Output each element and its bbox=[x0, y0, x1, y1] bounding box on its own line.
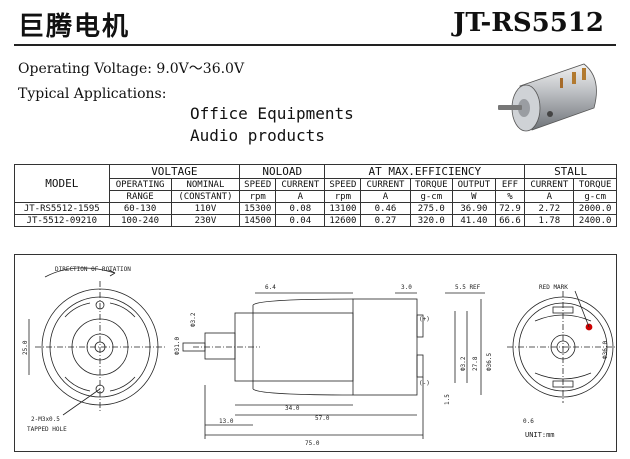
dim-label: Ф36.0 bbox=[602, 341, 609, 359]
cell-eff: 72.9 bbox=[494, 202, 526, 215]
col-nominal: NOMINAL bbox=[170, 178, 241, 191]
dim-label: 5.5 REF bbox=[455, 284, 481, 291]
model-title: JT-RS5512 bbox=[453, 8, 604, 38]
end-view-right: RED MARK Ф36.0 0.6 UNIT:mm bbox=[507, 284, 616, 439]
specification-table: MODEL VOLTAGE NOLOAD AT MAX.EFFICIENCY S… bbox=[14, 164, 617, 227]
terminal-plus-label: (+) bbox=[419, 316, 430, 323]
unit-eff-torque: g-cm bbox=[409, 190, 454, 203]
unit-eff-current: A bbox=[360, 190, 411, 203]
motor-photo bbox=[498, 63, 597, 132]
red-mark-label: RED MARK bbox=[539, 284, 568, 291]
cell-nominal: 110V bbox=[170, 202, 241, 215]
cell-output: 36.90 bbox=[452, 202, 496, 215]
dim-label: Ф36.5 bbox=[486, 353, 493, 371]
col-nl-speed: SPEED bbox=[239, 178, 277, 191]
technical-drawing: DIRECTION OF ROTATION 25.0 2-M3x0.5 TAPP… bbox=[14, 254, 617, 452]
cell-nl-current: 0.08 bbox=[275, 202, 326, 215]
dim-label: Ф3.2 bbox=[190, 312, 197, 327]
col-eff-speed: SPEED bbox=[324, 178, 362, 191]
table-row: JT-RS5512-1595 60-130 110V 15300 0.08 13… bbox=[14, 202, 617, 215]
terminal-minus-label: (-) bbox=[419, 380, 430, 387]
dim-label: Ф3.2 bbox=[460, 356, 467, 371]
cell-nominal: 230V bbox=[170, 214, 241, 227]
cell-current: 0.46 bbox=[360, 202, 411, 215]
application-item: Audio products bbox=[190, 126, 325, 145]
rotation-label: DIRECTION OF ROTATION bbox=[55, 266, 131, 273]
dim-label: Ф31.0 bbox=[174, 337, 181, 355]
cell-range: 100-240 bbox=[108, 214, 172, 227]
cell-speed: 12600 bbox=[324, 214, 362, 227]
cell-current: 0.27 bbox=[360, 214, 411, 227]
table-row: JT-5512-09210 100-240 230V 14500 0.04 12… bbox=[14, 214, 617, 227]
col-eff-eff: EFF bbox=[494, 178, 526, 191]
tapped-hole-label: TAPPED HOLE bbox=[27, 426, 67, 433]
cell-output: 41.40 bbox=[452, 214, 496, 227]
dim-label: 25.0 bbox=[22, 340, 29, 355]
col-eff-output: OUTPUT bbox=[452, 178, 496, 191]
dim-label: 0.6 bbox=[523, 418, 534, 425]
cell-stall-torque: 2400.0 bbox=[573, 214, 617, 227]
unit-eff-eff: % bbox=[494, 190, 526, 203]
voltage-header: VOLTAGE bbox=[108, 164, 241, 179]
col-eff-torque: TORQUE bbox=[409, 178, 454, 191]
cell-nl-speed: 15300 bbox=[239, 202, 277, 215]
unit-nl-speed: rpm bbox=[239, 190, 277, 203]
unit-operating: RANGE bbox=[108, 190, 172, 203]
cell-model: JT-5512-09210 bbox=[14, 214, 110, 227]
dim-label: 57.0 bbox=[315, 415, 330, 422]
dim-label: 27.8 bbox=[472, 356, 479, 371]
col-stall-current: CURRENT bbox=[524, 178, 575, 191]
unit-nl-current: A bbox=[275, 190, 326, 203]
brand-title: 巨腾电机 bbox=[18, 12, 131, 42]
side-view: (+) (-) 6.4 3.0 5.5 REF Ф3.2 Ф31.0 34.0 … bbox=[174, 284, 493, 447]
noload-header: NOLOAD bbox=[239, 164, 326, 179]
cell-stall-current: 2.72 bbox=[524, 202, 575, 215]
efficiency-header: AT MAX.EFFICIENCY bbox=[324, 164, 526, 179]
dim-label: 34.0 bbox=[285, 405, 300, 412]
unit-label: UNIT:mm bbox=[525, 431, 555, 439]
rotation-arrow-icon bbox=[44, 267, 116, 278]
operating-voltage: Operating Voltage: 9.0V～36.0V bbox=[18, 61, 245, 77]
cell-stall-torque: 2000.0 bbox=[573, 202, 617, 215]
cell-stall-current: 1.78 bbox=[524, 214, 575, 227]
cell-eff: 66.6 bbox=[494, 214, 526, 227]
dim-label: 6.4 bbox=[265, 284, 276, 291]
col-eff-current: CURRENT bbox=[360, 178, 411, 191]
stall-header: STALL bbox=[524, 164, 617, 179]
dim-label: 1.5 bbox=[444, 394, 451, 405]
header-rule bbox=[14, 44, 616, 46]
dim-label: 13.0 bbox=[219, 418, 234, 425]
unit-nominal: (CONSTANT) bbox=[170, 190, 241, 203]
unit-stall-current: A bbox=[524, 190, 575, 203]
cell-nl-speed: 14500 bbox=[239, 214, 277, 227]
cell-range: 60-130 bbox=[108, 202, 172, 215]
unit-eff-speed: rpm bbox=[324, 190, 362, 203]
col-operating: OPERATING bbox=[108, 178, 172, 191]
cell-nl-current: 0.04 bbox=[275, 214, 326, 227]
dim-label: 75.0 bbox=[305, 440, 320, 447]
tapped-hole-label: 2-M3x0.5 bbox=[31, 416, 60, 423]
unit-stall-torque: g-cm bbox=[573, 190, 617, 203]
application-item: Office Equipments bbox=[190, 104, 354, 123]
model-header: MODEL bbox=[14, 164, 110, 203]
cell-torque: 320.0 bbox=[409, 214, 454, 227]
dim-label: 3.0 bbox=[401, 284, 412, 291]
end-view-left: DIRECTION OF ROTATION 25.0 2-M3x0.5 TAPP… bbox=[22, 266, 165, 433]
unit-eff-output: W bbox=[452, 190, 496, 203]
col-nl-current: CURRENT bbox=[275, 178, 326, 191]
col-stall-torque: TORQUE bbox=[573, 178, 617, 191]
cell-model: JT-RS5512-1595 bbox=[14, 202, 110, 215]
cell-speed: 13100 bbox=[324, 202, 362, 215]
applications-label: Typical Applications: bbox=[18, 86, 167, 102]
cell-torque: 275.0 bbox=[409, 202, 454, 215]
